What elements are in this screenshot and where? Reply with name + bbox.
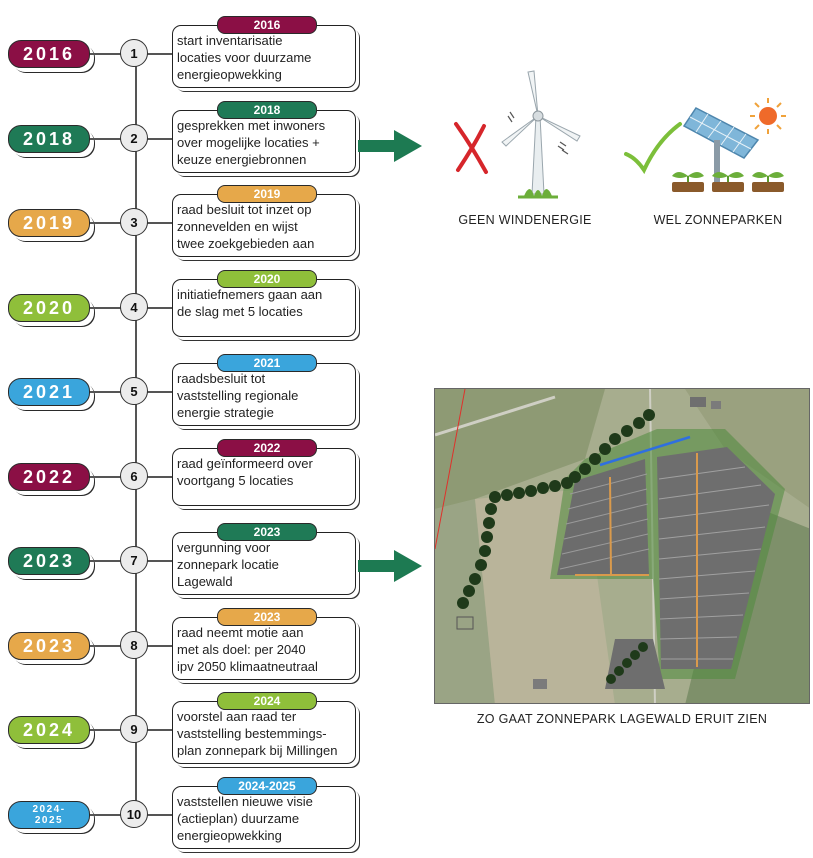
milestone-text: raad neemt motie aan met als doel: per 2… [177,625,318,674]
year-pill: 2024 [8,716,90,744]
wind-caption: GEEN WINDENERGIE [458,213,592,227]
step-number: 1 [120,39,148,67]
arrow-to-map-icon [358,550,422,582]
year-pill: 2024-2025 [8,801,90,829]
timeline-spine [135,48,137,820]
step-number: 7 [120,546,148,574]
milestone-text: start inventarisatie locaties voor duurz… [177,33,312,82]
step-number: 2 [120,124,148,152]
step-number: 5 [120,377,148,405]
arrow-to-illustration-icon [358,130,422,162]
year-pill: 2021 [8,378,90,406]
year-pill-line1: 2024- [32,804,66,815]
solar-panel-icon [624,98,786,192]
solar-caption: WEL ZONNEPARKEN [653,213,783,227]
milestone-year-tag: 2024-2025 [217,777,317,795]
year-pill: 2023 [8,547,90,575]
year-pill: 2023 [8,632,90,660]
step-number: 8 [120,631,148,659]
milestone-year-tag: 2016 [217,16,317,34]
year-pill: 2018 [8,125,90,153]
wind-turbine-icon [454,70,581,199]
year-pill: 2020 [8,294,90,322]
milestone-text: vaststellen nieuwe visie (actieplan) duu… [177,794,313,843]
step-number: 9 [120,715,148,743]
milestone-text: raad geïnformeerd over voortgang 5 locat… [177,456,313,488]
solar-park-map [434,388,810,704]
step-number: 6 [120,462,148,490]
check-icon [624,122,682,175]
milestone-card: 2020 initiatiefnemers gaan aan de slag m… [172,270,356,337]
milestone-year-tag: 2023 [217,608,317,626]
step-number: 3 [120,208,148,236]
year-pill-line2: 2025 [34,815,64,826]
milestone-text: raadsbesluit tot vaststelling regionale … [177,371,299,420]
milestone-year-tag: 2022 [217,439,317,457]
map-caption: ZO GAAT ZONNEPARK LAGEWALD ERUIT ZIEN [476,712,768,726]
year-pill: 2016 [8,40,90,68]
milestone-text: vergunning voor zonnepark locatie Lagewa… [177,540,279,589]
year-pill: 2019 [8,209,90,237]
milestone-year-tag: 2020 [217,270,317,288]
milestone-text: gesprekken met inwoners over mogelijke l… [177,118,326,167]
red-cross-icon [454,122,488,174]
milestone-year-tag: 2024 [217,692,317,710]
milestone-text: voorstel aan raad ter vaststelling beste… [177,709,338,758]
year-pill: 2022 [8,463,90,491]
milestone-year-tag: 2018 [217,101,317,119]
milestone-year-tag: 2021 [217,354,317,372]
milestone-text: raad besluit tot inzet op zonnevelden en… [177,202,315,251]
step-number: 10 [120,800,148,828]
aerial-photo [435,389,809,703]
milestone-text: initiatiefnemers gaan aan de slag met 5 … [177,287,323,319]
milestone-year-tag: 2023 [217,523,317,541]
milestone-card: 2022 raad geïnformeerd over voortgang 5 … [172,439,356,506]
step-number: 4 [120,293,148,321]
milestone-year-tag: 2019 [217,185,317,203]
